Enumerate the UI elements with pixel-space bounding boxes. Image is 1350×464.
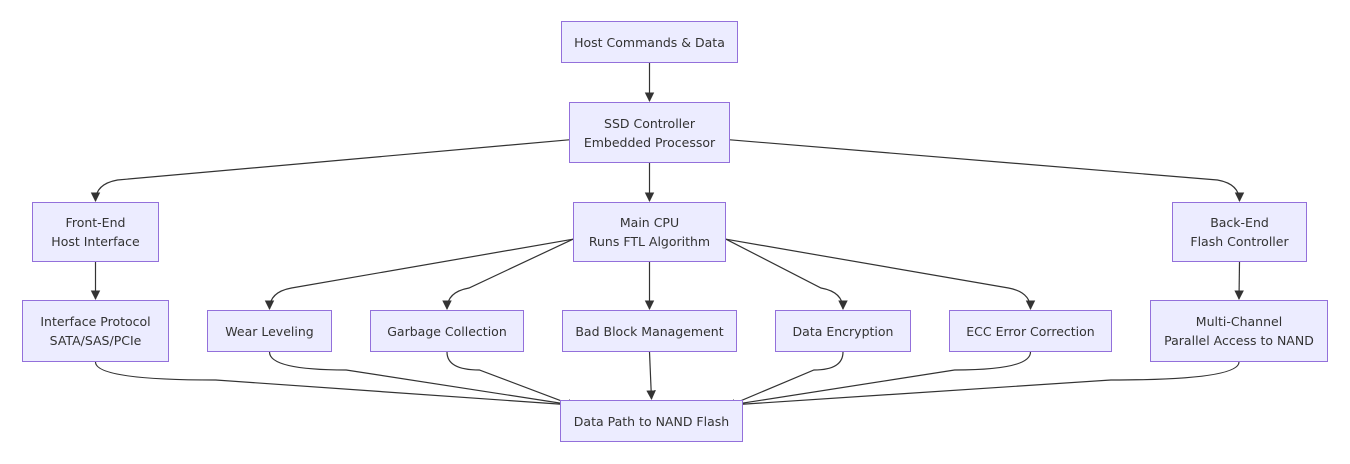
node-multi-channel-line-2: Parallel Access to NAND (1164, 333, 1314, 348)
node-back-end-line-1: Back-End (1210, 215, 1269, 230)
node-bad-block-management: Bad Block Management (562, 310, 737, 352)
node-back-end: Back-End Flash Controller (1172, 202, 1307, 262)
node-ssd-controller-line-1: SSD Controller (604, 115, 695, 131)
edge-cpu-to-encryption (725, 238, 848, 310)
node-interface-protocol: Interface Protocol SATA/SAS/PCIe (22, 300, 169, 362)
node-data-encryption-line-1: Data Encryption (792, 323, 894, 339)
node-garbage-collection-line-1: Garbage Collection (387, 323, 507, 339)
node-ssd-controller-line-2: Embedded Processor (583, 134, 716, 150)
edge-ecc-to-datapath (725, 351, 1032, 409)
node-main-cpu: Main CPU Runs FTL Algorithm (573, 202, 726, 262)
node-data-encryption: Data Encryption (775, 310, 911, 352)
node-multi-channel-line-1: Multi-Channel (1195, 314, 1283, 329)
node-interface-protocol-line-2: SATA/SAS/PCIe (49, 333, 142, 348)
node-data-path-to-nand: Data Path to NAND Flash (560, 400, 743, 442)
node-bad-block-management-line-1: Bad Block Management (575, 323, 724, 339)
edge-controller-to-backend (729, 139, 1245, 202)
edge-cpu-to-ecc (725, 238, 1036, 310)
edge-wear-to-datapath (268, 351, 578, 409)
edge-multichannel-to-datapath (725, 361, 1240, 409)
node-back-end-line-2: Flash Controller (1190, 234, 1289, 249)
node-front-end-line-1: Front-End (65, 215, 126, 230)
node-ecc-error-correction: ECC Error Correction (949, 310, 1112, 352)
node-front-end-line-2: Host Interface (51, 234, 140, 249)
edge-badblock-to-datapath (646, 351, 656, 400)
edge-backend-to-multichannel (1234, 261, 1244, 300)
node-wear-leveling-line-1: Wear Leveling (225, 323, 314, 339)
node-interface-protocol-line-1: Interface Protocol (40, 314, 151, 329)
node-main-cpu-line-1: Main CPU (619, 215, 680, 230)
node-ecc-error-correction-line-1: ECC Error Correction (966, 323, 1095, 339)
node-main-cpu-line-2: Runs FTL Algorithm (588, 234, 711, 249)
edge-controller-to-frontend (90, 139, 570, 202)
edge-protocol-to-datapath (94, 361, 578, 409)
node-front-end: Front-End Host Interface (32, 202, 159, 262)
edge-encryption-to-datapath (725, 351, 844, 409)
edge-cpu-to-wear (264, 238, 574, 310)
node-garbage-collection: Garbage Collection (370, 310, 524, 352)
node-data-path-to-nand-line-1: Data Path to NAND Flash (573, 413, 730, 429)
node-wear-leveling: Wear Leveling (207, 310, 332, 352)
node-host-commands-line-1: Host Commands & Data (574, 34, 725, 50)
node-host-commands: Host Commands & Data (561, 21, 738, 63)
node-ssd-controller: SSD Controller Embedded Processor (569, 102, 730, 163)
edge-cpu-to-gc (442, 238, 574, 310)
node-multi-channel: Multi-Channel Parallel Access to NAND (1150, 300, 1328, 362)
edge-gc-to-datapath (446, 351, 578, 409)
